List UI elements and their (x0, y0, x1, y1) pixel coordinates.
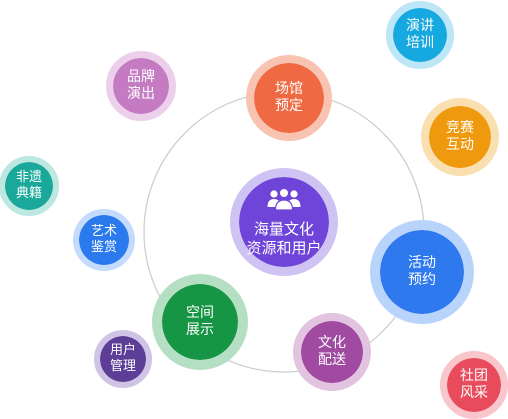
node-label-line-1: 文化 (318, 334, 346, 351)
node-art-appreciation[interactable]: 艺术 鉴赏 (73, 209, 135, 271)
center-node: 海量文化 资源和用户 (230, 168, 338, 276)
node-community-style[interactable]: 社团 风采 (440, 351, 508, 419)
node-label-line-1: 品牌 (127, 68, 155, 85)
node-user-management[interactable]: 用户 管理 (94, 330, 152, 388)
node-label-line-1: 空间 (186, 304, 214, 321)
node-lecture-training[interactable]: 演讲 培训 (386, 1, 454, 69)
users-group-icon (266, 187, 302, 216)
node-label-line-2: 展示 (186, 322, 214, 338)
node-label-line-1: 活动 (408, 254, 436, 271)
node-space-display[interactable]: 空间 展示 (152, 274, 248, 370)
node-label-line-2: 风采 (460, 385, 488, 401)
node-label-line-1: 社团 (460, 367, 488, 384)
node-label-line-2: 培训 (406, 35, 434, 51)
node-label-line-1: 用户 (109, 343, 136, 359)
node-label-line-2: 典籍 (15, 186, 42, 201)
node-label-line-2: 管理 (109, 359, 136, 374)
node-label-line-2: 互动 (446, 137, 474, 153)
node-label-line-1: 演讲 (406, 17, 434, 34)
node-contest-interaction[interactable]: 竞赛 互动 (421, 98, 499, 176)
node-label-line-1: 场馆 (275, 80, 303, 97)
node-label-line-2: 演出 (127, 86, 155, 102)
node-culture-delivery[interactable]: 文化 配送 (293, 313, 371, 391)
node-activity-booking[interactable]: 活动 预约 (370, 220, 474, 324)
node-label-line-2: 配送 (318, 352, 346, 368)
node-label-line-2: 预定 (275, 98, 303, 114)
node-label-line-1: 非遗 (15, 170, 42, 186)
node-label-line-2: 鉴赏 (90, 240, 117, 255)
node-label-line-1: 竞赛 (446, 119, 474, 136)
node-brand-show[interactable]: 品牌 演出 (106, 51, 176, 121)
center-label-line-2: 资源和用户 (246, 238, 322, 257)
node-label-line-1: 艺术 (90, 224, 117, 240)
center-label-line-1: 海量文化 (253, 220, 314, 239)
node-venue-booking[interactable]: 场馆 预定 (246, 55, 332, 141)
node-label-line-2: 预约 (408, 272, 436, 288)
node-intangible-heritage[interactable]: 非遗 典籍 (0, 156, 59, 216)
